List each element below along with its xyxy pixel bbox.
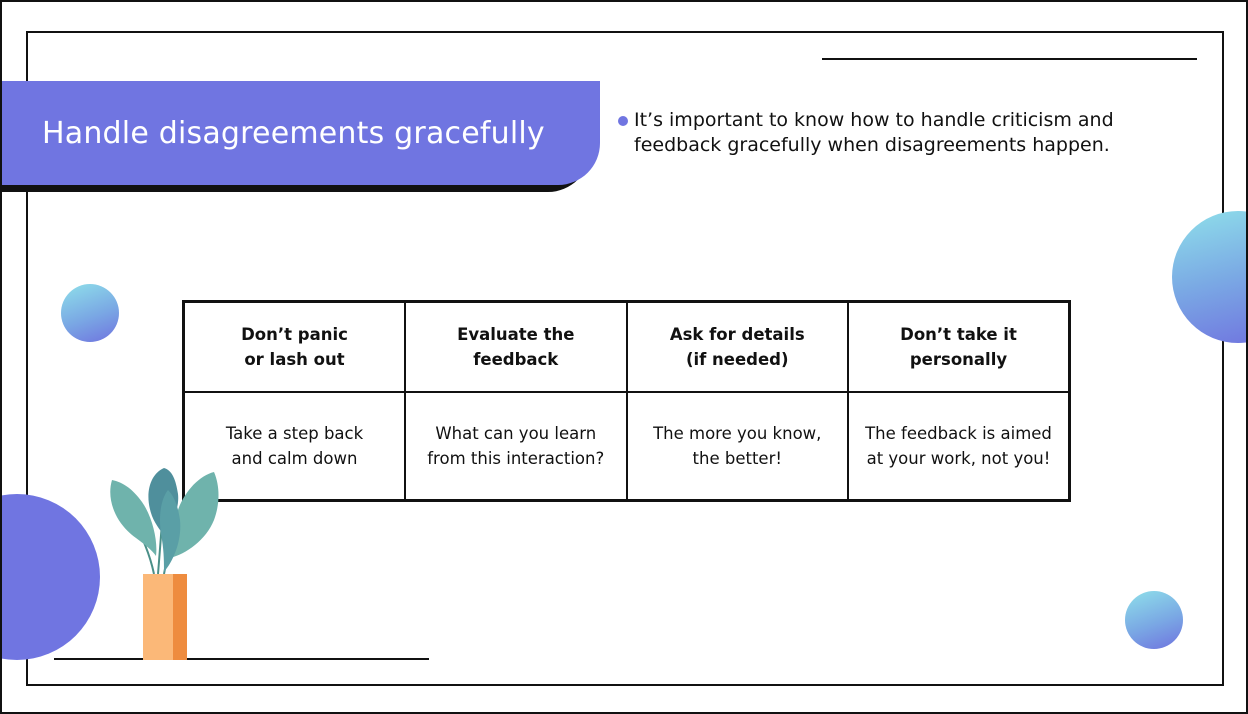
top-divider-line [822, 58, 1197, 60]
bullet-dot-icon [618, 116, 628, 126]
table-header-cell: Ask for details(if needed) [625, 300, 849, 393]
bottom-divider-line [54, 658, 429, 660]
table-cell: The more you know,the better! [625, 391, 849, 502]
intro-bullet-text: It’s important to know how to handle cri… [634, 109, 1114, 156]
decorative-circle-left-small [61, 284, 119, 342]
slide-title: Handle disagreements gracefully [42, 115, 545, 151]
inner-frame [26, 31, 1224, 686]
title-banner: Handle disagreements gracefully [2, 81, 600, 185]
potted-plant-icon [110, 468, 219, 660]
intro-bullet: It’s important to know how to handle cri… [618, 108, 1138, 158]
decorative-circle-right-small [1125, 591, 1183, 649]
